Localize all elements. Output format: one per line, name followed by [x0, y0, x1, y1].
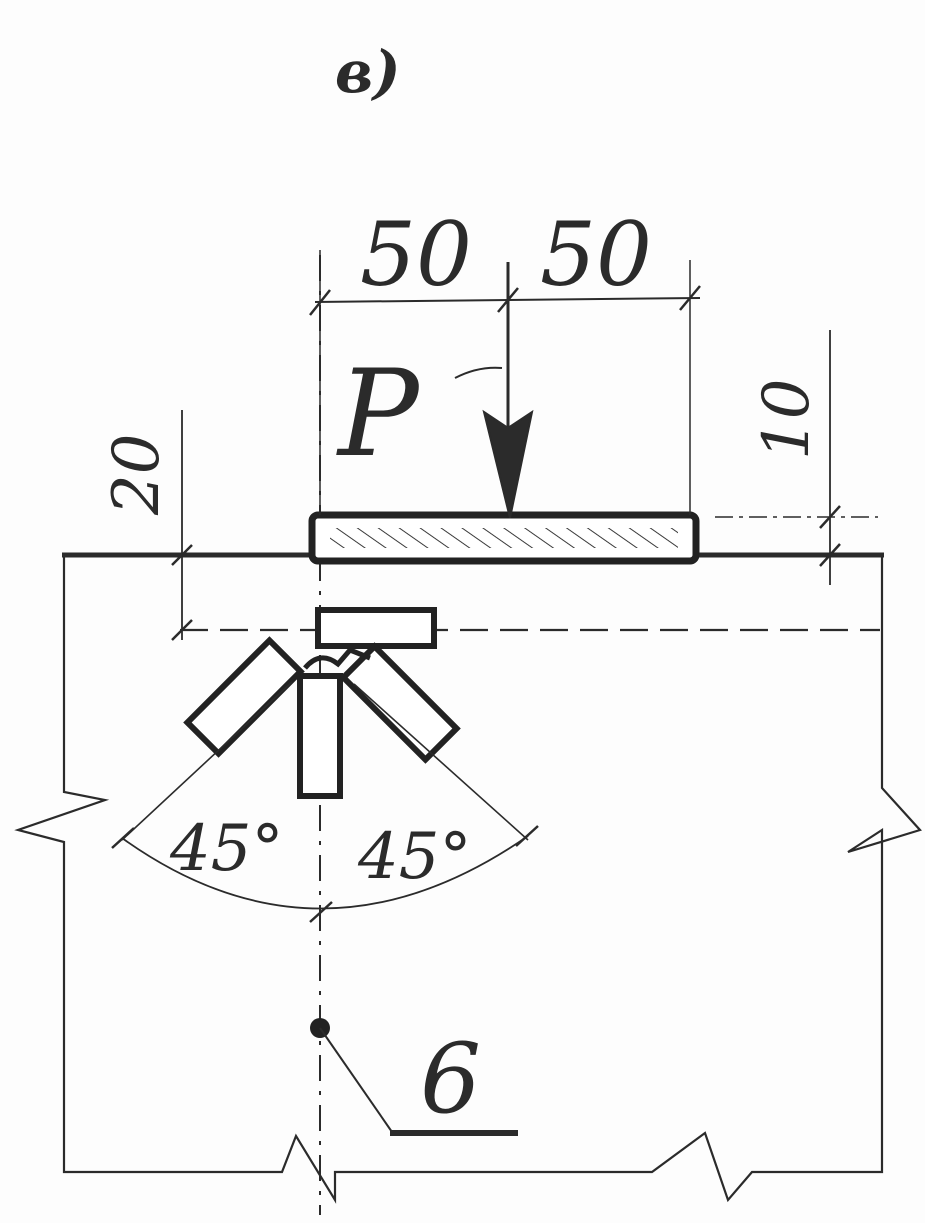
load-arrow-head	[482, 409, 534, 519]
angle-arc	[121, 835, 529, 910]
body-outline	[14, 555, 922, 1204]
left-dim-value: 20	[100, 434, 174, 516]
right-dim-value: 10	[750, 379, 824, 460]
left-dim-tick-bottom	[171, 619, 193, 641]
callout-leader	[319, 1027, 393, 1133]
panel-label: в)	[335, 38, 401, 106]
angle-left-label: 45°	[169, 812, 283, 886]
loading-plate-hatch	[330, 528, 678, 548]
top-dim-tick-left	[309, 289, 331, 316]
angle-arc-tick-right	[515, 825, 539, 847]
angle-ray-left	[121, 681, 293, 841]
top-dim-tick-right	[679, 285, 701, 311]
top-dim-right-value: 50	[540, 203, 652, 306]
rosette-node	[303, 647, 371, 670]
callout-number: 6	[420, 1023, 481, 1135]
left-dim-tick-top	[171, 544, 193, 566]
angle-ray-right	[353, 683, 529, 841]
angle-arc-tick-left	[111, 827, 135, 849]
gauge-vertical	[297, 673, 343, 799]
gauge-left-diagonal	[183, 636, 305, 758]
gauge-right-diagonal	[339, 642, 461, 764]
angle-right-label: 45°	[357, 820, 471, 894]
load-leader	[454, 366, 503, 379]
top-dim-left-value: 50	[360, 203, 472, 306]
gauge-horizontal	[315, 607, 437, 649]
load-label: P	[336, 345, 421, 484]
right-dim-tick-bottom	[819, 543, 841, 567]
top-dim-tick-middle	[497, 287, 519, 313]
right-dim-tick-top	[819, 505, 841, 529]
angle-arc-tick-middle	[309, 901, 333, 923]
